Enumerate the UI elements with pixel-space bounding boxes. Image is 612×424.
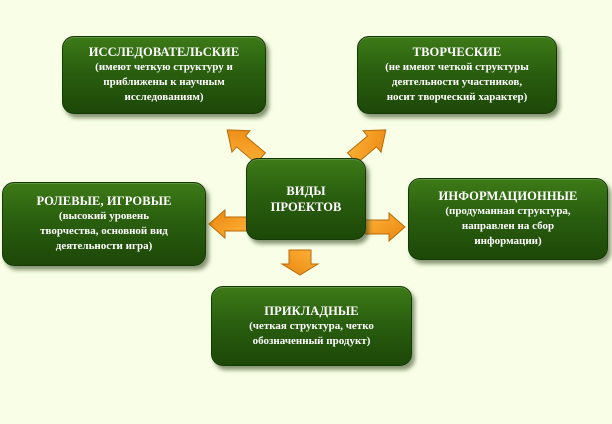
arrow-to-research bbox=[226, 129, 267, 165]
roleplay-desc-line-3: деятельности игра) bbox=[55, 240, 153, 252]
arrow-to-roleplay bbox=[208, 208, 250, 240]
roleplay-desc-line-1: (высокий уровень bbox=[58, 210, 150, 222]
research-desc-line-1: (имеют четкую структуру и bbox=[95, 61, 233, 73]
informational-projects-box: ИНФОРМАЦИОННЫЕ (продуманная структура, н… bbox=[408, 178, 608, 260]
creative-desc-line-2: деятельности участников, bbox=[391, 76, 523, 88]
roleplay-title: РОЛЕВЫЕ, ИГРОВЫЕ bbox=[36, 194, 172, 208]
creative-projects-box: ТВОРЧЕСКИЕ (не имеют четкой структуры де… bbox=[357, 36, 557, 114]
research-desc-line-3: исследованиям) bbox=[124, 91, 204, 103]
applied-projects-box: ПРИКЛАДНЫЕ (четкая структура, четко обоз… bbox=[211, 286, 412, 366]
roleplay-desc-line-2: творчества, основной вид bbox=[40, 225, 168, 237]
research-projects-box: ИССЛЕДОВАТЕЛЬСКИЕ (имеют четкую структур… bbox=[62, 36, 266, 114]
informational-desc-line-2: направлен на сбор bbox=[461, 220, 555, 232]
creative-desc-line-3: носит творческий характер) bbox=[386, 91, 528, 103]
center-title-line-2: ПРОЕКТОВ bbox=[270, 200, 342, 214]
arrow-to-informational bbox=[364, 211, 406, 243]
research-title: ИССЛЕДОВАТЕЛЬСКИЕ bbox=[88, 45, 240, 59]
informational-desc-line-3: информации) bbox=[474, 235, 542, 247]
creative-title: ТВОРЧЕСКИЕ bbox=[412, 45, 502, 59]
informational-title: ИНФОРМАЦИОННЫЕ bbox=[438, 189, 578, 203]
creative-desc-line-1: (не имеют четкой структуры bbox=[385, 61, 529, 73]
applied-title: ПРИКЛАДНЫЕ bbox=[264, 303, 359, 318]
arrow-to-applied bbox=[280, 249, 320, 276]
applied-desc-line-1: (четкая структура, четко bbox=[249, 319, 374, 332]
informational-desc-line-1: (продуманная структура, bbox=[445, 205, 571, 217]
applied-desc-line-2: обозначенный продукт) bbox=[252, 334, 371, 347]
project-types-center-box: ВИДЫ ПРОЕКТОВ bbox=[246, 158, 366, 240]
roleplay-projects-box: РОЛЕВЫЕ, ИГРОВЫЕ (высокий уровень творче… bbox=[2, 182, 206, 266]
research-desc-line-2: приближены к научным bbox=[103, 76, 225, 88]
center-title-line-1: ВИДЫ bbox=[286, 184, 326, 198]
